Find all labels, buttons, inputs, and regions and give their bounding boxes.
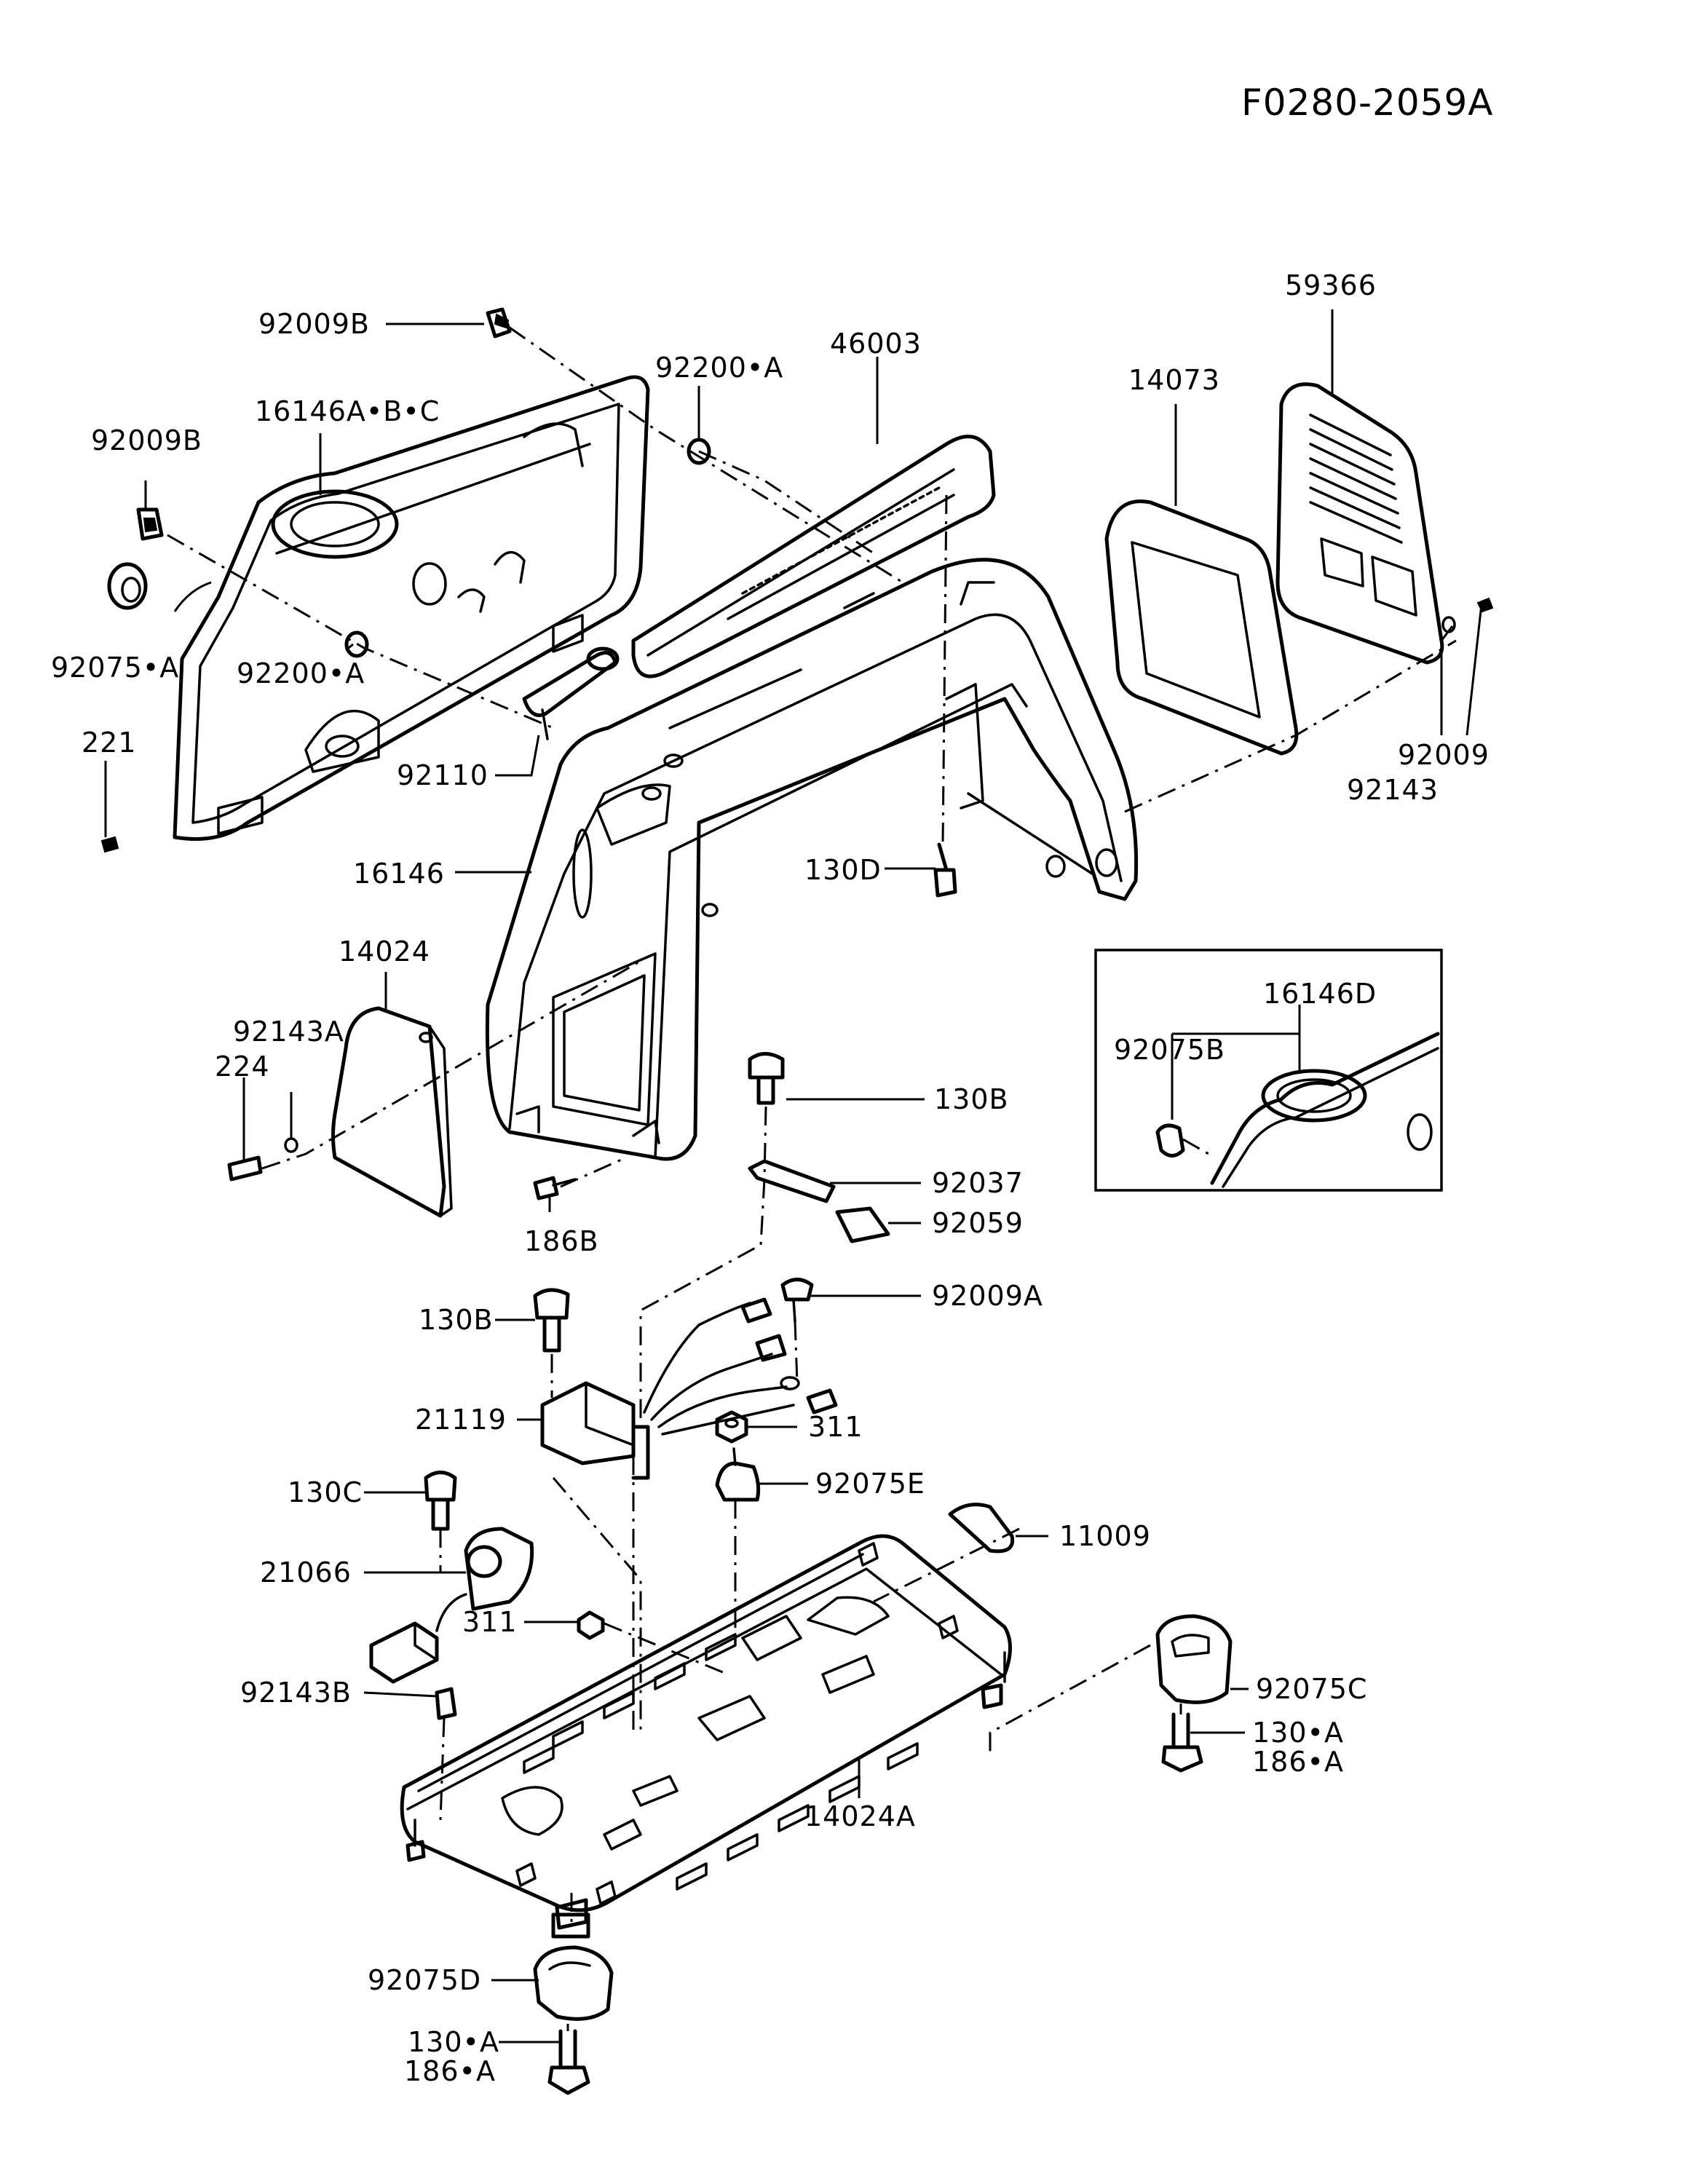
bolt-130d [933,842,957,898]
base-pan-14024a [400,1534,1012,1930]
bolt-130b-mid [533,1288,570,1353]
strap-92037 [748,1159,836,1203]
label-92059: 92059 [932,1207,1024,1239]
label-186a-bottom: 186•A [404,2055,496,2087]
label-92075d: 92075D [368,1964,481,1996]
label-130a-right: 130•A [1252,1717,1344,1749]
label-92075c: 92075C [1256,1673,1367,1705]
label-130b-mid: 130B [419,1304,494,1336]
label-92075b: 92075B [1114,1034,1225,1066]
bolt-130b-top [748,1052,785,1105]
label-130c: 130C [288,1476,363,1508]
label-311-left: 311 [462,1606,518,1638]
label-92075e: 92075E [815,1468,925,1500]
label-21119: 21119 [415,1404,507,1436]
label-311-right: 311 [808,1411,863,1443]
label-14024: 14024 [339,935,430,968]
label-130b-top: 130B [934,1083,1009,1115]
label-14024a: 14024A [804,1800,916,1832]
connector-21066 [369,1527,534,1684]
label-46003: 46003 [830,328,922,360]
label-92009: 92009 [1398,739,1490,771]
bolt-92110 [522,646,620,740]
screw-92009b-left [136,507,164,541]
screw-221 [100,836,119,853]
label-92110: 92110 [397,759,488,791]
label-221: 221 [82,727,137,759]
label-16146d: 16146D [1263,978,1377,1010]
side-panel-16146abc [173,375,650,841]
label-130a-bottom: 130•A [408,2026,499,2058]
label-186b: 186B [524,1225,599,1257]
inset-detail-16146d: 16146D 92075B [1094,949,1443,1192]
label-14073: 14073 [1128,364,1220,396]
mount-92075e [715,1447,761,1502]
label-92200a-top: 92200•A [655,352,783,384]
frame-16146 [485,558,1139,1161]
spacer-92143b [435,1687,457,1720]
screw-224 [227,1155,263,1182]
label-186a-right: 186•A [1252,1746,1344,1778]
washer-92200a-mid [344,630,369,658]
frame-14073 [1104,499,1299,756]
label-16146abc: 16146A•B•C [255,395,440,427]
label-92143a: 92143A [233,1016,344,1048]
handle-46003 [631,435,996,678]
label-16146: 16146 [353,858,445,890]
cover-14024 [331,1006,453,1218]
label-92009b-top: 92009B [258,308,370,340]
bolt-130a-186a-bottom [547,2029,590,2095]
document-code: F0280-2059A [1241,82,1494,124]
label-92143: 92143 [1347,774,1439,806]
bolt-186b [533,1176,577,1200]
leader-lines [104,309,1483,2043]
label-59366: 59366 [1285,269,1377,301]
center-lines [167,326,1457,2031]
washer-92143a [284,1137,298,1153]
label-92009a: 92009A [932,1280,1043,1312]
nut-311-left [577,1610,605,1640]
label-92075a: 92075•A [51,652,179,684]
label-21066: 21066 [260,1556,352,1588]
label-92009b-left: 92009B [91,424,202,456]
label-224: 224 [215,1051,270,1083]
label-92200a-mid: 92200•A [237,657,365,689]
grille-59366 [1275,382,1444,665]
nut-311-right [715,1410,748,1444]
grommet-11009 [948,1503,1015,1554]
label-130d: 130D [804,854,882,886]
mount-92075d [533,1912,614,2021]
control-box-21119 [540,1297,838,1480]
label-92037: 92037 [932,1167,1024,1199]
mount-92075c [1155,1614,1233,1704]
screw-92009b-top [486,307,512,339]
bolt-130c [424,1471,457,1531]
callout-labels: 92009B 16146A•B•C 92009B 92075•A 92200•A… [51,269,1490,2087]
screw-92009a [780,1278,814,1323]
label-11009: 11009 [1059,1520,1151,1552]
bolt-130a-186a-right [1161,1712,1203,1773]
grommet-92075a [107,562,148,610]
label-92143b: 92143B [240,1677,352,1709]
pad-92059 [835,1206,890,1243]
